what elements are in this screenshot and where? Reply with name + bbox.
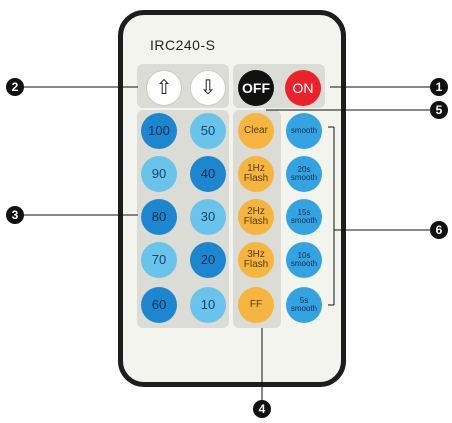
down-arrow-button[interactable]: ⇩ — [190, 70, 226, 106]
on-button[interactable]: ON — [285, 70, 321, 106]
down-arrow-icon: ⇩ — [199, 76, 217, 99]
callout-5: 5 — [430, 101, 448, 119]
brightness-50-button[interactable]: 50 — [190, 113, 226, 149]
brightness-60-button[interactable]: 60 — [141, 287, 177, 323]
off-button[interactable]: OFF — [238, 70, 274, 106]
smooth-20s-button[interactable]: 20s smooth — [286, 156, 322, 192]
brightness-80-button[interactable]: 80 — [141, 199, 177, 235]
callout-4: 4 — [253, 400, 271, 418]
clear-button[interactable]: Clear — [238, 113, 274, 149]
brightness-100-button[interactable]: 100 — [141, 113, 177, 149]
flash-3hz-button[interactable]: 3Hz Flash — [238, 242, 274, 278]
smooth-5s-button[interactable]: 5s smooth — [286, 287, 322, 323]
flash-2hz-button[interactable]: 2Hz Flash — [238, 199, 274, 235]
callout-1: 1 — [430, 78, 448, 96]
brightness-20-button[interactable]: 20 — [190, 242, 226, 278]
callout-3: 3 — [6, 206, 24, 224]
brightness-40-button[interactable]: 40 — [190, 156, 226, 192]
brightness-10-button[interactable]: 10 — [190, 287, 226, 323]
smooth-10s-button[interactable]: 10s smooth — [286, 242, 322, 278]
up-arrow-icon: ⇧ — [155, 76, 173, 99]
ff-button[interactable]: FF — [238, 287, 274, 323]
callout-6: 6 — [430, 221, 448, 239]
brightness-90-button[interactable]: 90 — [141, 156, 177, 192]
callout-2: 2 — [6, 78, 24, 96]
smooth-button[interactable]: smooth — [286, 113, 322, 149]
up-arrow-button[interactable]: ⇧ — [146, 70, 182, 106]
brightness-70-button[interactable]: 70 — [141, 242, 177, 278]
flash-1hz-button[interactable]: 1Hz Flash — [238, 156, 274, 192]
model-label: IRC240-S — [150, 37, 216, 53]
smooth-15s-button[interactable]: 15s smooth — [286, 199, 322, 235]
brightness-30-button[interactable]: 30 — [190, 199, 226, 235]
